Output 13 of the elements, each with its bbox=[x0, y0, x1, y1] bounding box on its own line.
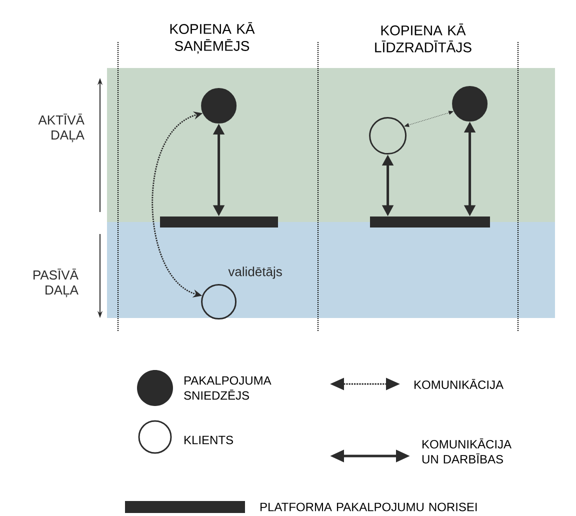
filled-circle bbox=[201, 88, 237, 124]
legend-label: PLATFORMA PAKALPOJUMU NORISEI bbox=[260, 502, 477, 512]
legend-label: KLIENTS bbox=[184, 436, 233, 444]
open-circle bbox=[369, 117, 407, 155]
column-heading: KOPIENA KĀ LĪDZRADĪTĀJS bbox=[375, 24, 472, 52]
legend-label: PAKALPOJUMA SNIEDZĒJS bbox=[184, 376, 272, 400]
band-label: AKTĪVĀ DAĻA bbox=[38, 114, 84, 142]
legend-label: KOMUNIKĀCIJA bbox=[414, 378, 504, 389]
legend-label: KOMUNIKĀCIJA UN DARBĪBAS bbox=[422, 438, 512, 464]
band-label: PASĪVĀ DAĻA bbox=[34, 268, 78, 298]
column-heading: KOPIENA KĀ SAŅĒMĒJS bbox=[170, 22, 255, 54]
circle-label: validētājs bbox=[228, 266, 282, 279]
filled-circle bbox=[452, 86, 488, 122]
